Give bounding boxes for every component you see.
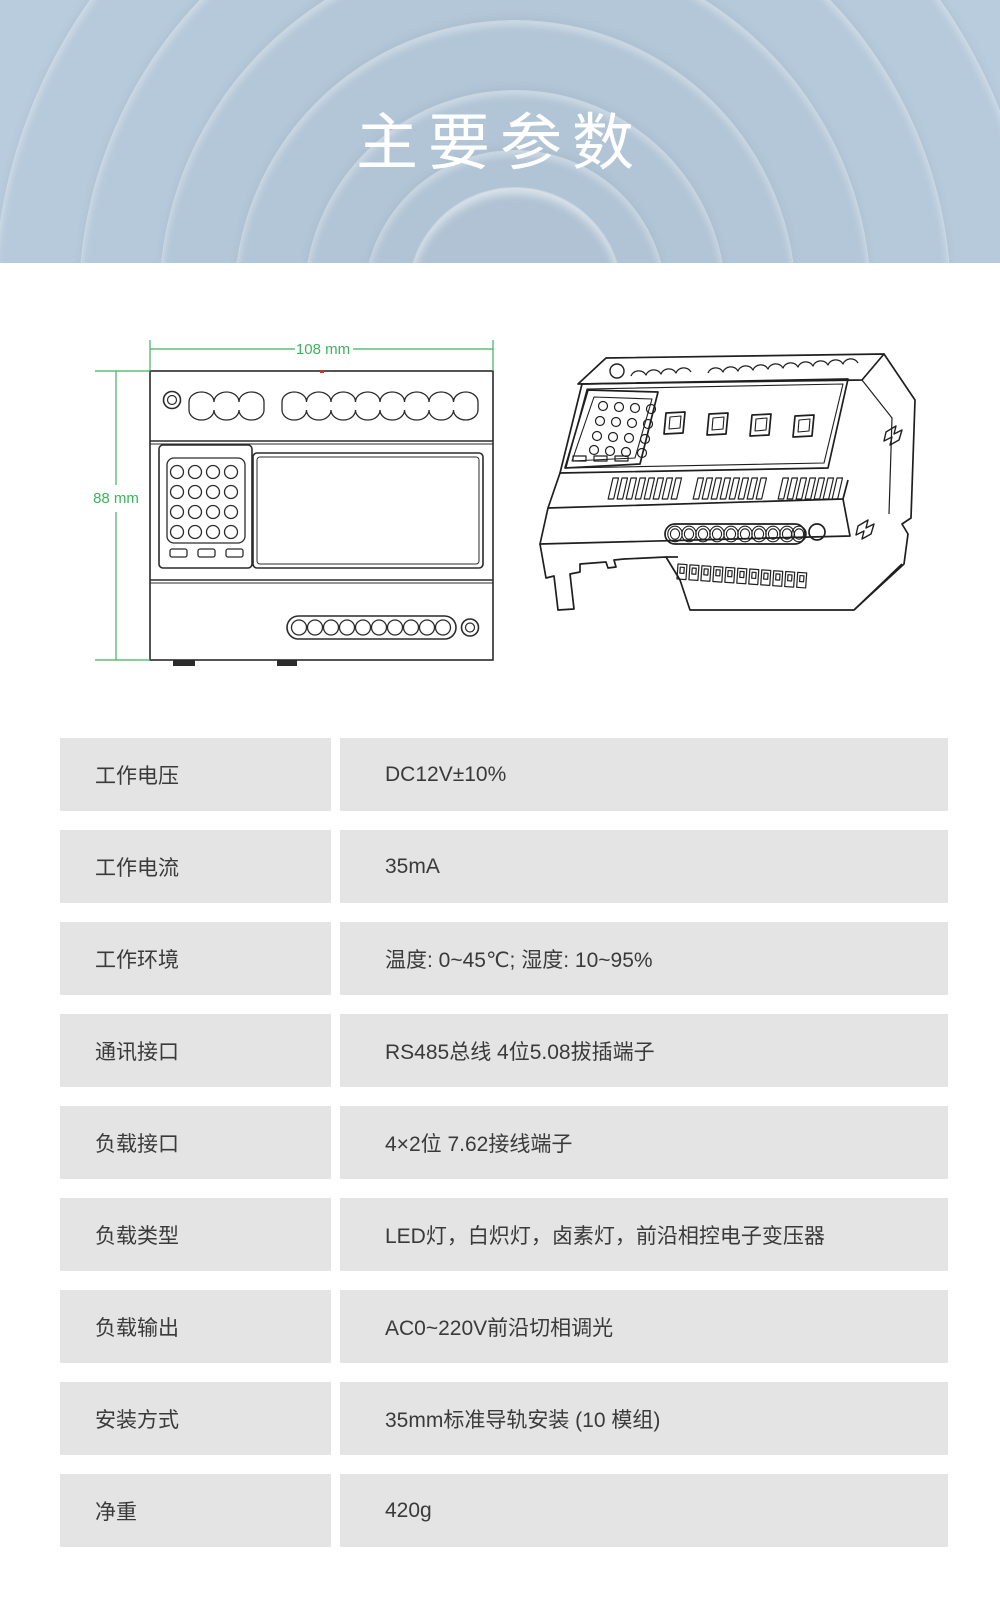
- table-row: 安装方式 35mm标准导轨安装 (10 模组): [60, 1382, 948, 1455]
- mount-foot: [173, 660, 195, 666]
- terminal-strip: [664, 523, 806, 545]
- spec-table: 工作电压 DC12V±10% 工作电流 35mA 工作环境 温度: 0~45℃;…: [60, 738, 948, 1566]
- spec-value: DC12V±10%: [340, 738, 948, 811]
- indicator-slots: [169, 548, 244, 558]
- spec-label: 安装方式: [60, 1382, 331, 1455]
- table-row: 工作环境 温度: 0~45℃; 湿度: 10~95%: [60, 922, 948, 995]
- spec-label: 工作环境: [60, 922, 331, 995]
- page-title: 主要参数: [355, 109, 644, 178]
- perspective-view-drawing: [539, 353, 916, 611]
- spec-value: 4×2位 7.62接线端子: [340, 1106, 948, 1179]
- terminal-cutout: [281, 391, 479, 421]
- output-terminals: [676, 563, 808, 589]
- table-row: 净重 420g: [60, 1474, 948, 1547]
- spec-value: 35mA: [340, 830, 948, 903]
- screw-hole: [162, 390, 182, 410]
- table-row: 工作电流 35mA: [60, 830, 948, 903]
- table-row: 工作电压 DC12V±10%: [60, 738, 948, 811]
- din-clip: [855, 519, 875, 540]
- keypad-buttons: [169, 464, 239, 540]
- vent-slats: [607, 477, 844, 500]
- table-row: 负载输出 AC0~220V前沿切相调光: [60, 1290, 948, 1363]
- spec-label: 通讯接口: [60, 1014, 331, 1087]
- front-view-drawing: 108 mm 88 mm: [93, 340, 494, 666]
- red-mark: [320, 370, 324, 373]
- table-row: 通讯接口 RS485总线 4位5.08拔插端子: [60, 1014, 948, 1087]
- spec-value: AC0~220V前沿切相调光: [340, 1290, 948, 1363]
- dimension-lines: [95, 340, 494, 661]
- spec-label: 负载类型: [60, 1198, 331, 1271]
- table-row: 负载接口 4×2位 7.62接线端子: [60, 1106, 948, 1179]
- screw-hole: [460, 618, 480, 637]
- channel-keys: [663, 411, 815, 438]
- terminal-strip: [286, 615, 457, 640]
- spec-label: 工作电流: [60, 830, 331, 903]
- din-clip: [883, 425, 903, 446]
- spec-value: 35mm标准导轨安装 (10 模组): [340, 1382, 948, 1455]
- keypad-buttons: [588, 400, 657, 459]
- height-dimension-label: 88 mm: [93, 490, 139, 507]
- spec-label: 工作电压: [60, 738, 331, 811]
- spec-value: LED灯，白炽灯，卤素灯，前沿相控电子变压器: [340, 1198, 948, 1271]
- spec-label: 净重: [60, 1474, 331, 1547]
- spec-value: 420g: [340, 1474, 948, 1547]
- terminal-cutout: [188, 391, 265, 421]
- width-dimension-label: 108 mm: [296, 341, 350, 358]
- display-window: [252, 452, 484, 569]
- mount-foot: [277, 660, 297, 666]
- keypad-panel: [158, 444, 253, 569]
- spec-label: 负载接口: [60, 1106, 331, 1179]
- table-row: 负载类型 LED灯，白炽灯，卤素灯，前沿相控电子变压器: [60, 1198, 948, 1271]
- spec-value: 温度: 0~45℃; 湿度: 10~95%: [340, 922, 948, 995]
- spec-value: RS485总线 4位5.08拔插端子: [340, 1014, 948, 1087]
- spec-label: 负载输出: [60, 1290, 331, 1363]
- header-banner: 主要参数: [0, 0, 1000, 263]
